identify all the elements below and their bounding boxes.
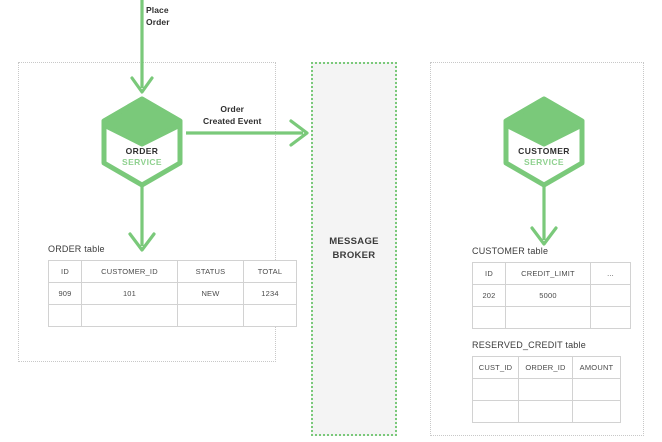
table-cell	[572, 378, 621, 401]
table-cell	[177, 304, 244, 327]
table-header-cell: ID	[48, 260, 82, 283]
order-service-node[interactable]: ORDER SERVICE	[98, 96, 186, 188]
table-header-cell: CUST_ID	[472, 356, 519, 379]
table-row	[472, 378, 621, 401]
place-order-label: Place Order	[146, 4, 170, 29]
order-table-caption: ORDER table	[48, 244, 105, 254]
table-row	[472, 306, 631, 329]
table-cell: 909	[48, 282, 82, 305]
table-cell: 202	[472, 284, 506, 307]
message-broker-label-line1: MESSAGE	[329, 236, 379, 248]
table-row	[48, 304, 297, 327]
hexagon-icon	[101, 96, 183, 188]
table-cell: 101	[81, 282, 178, 305]
table-cell	[472, 306, 506, 329]
table-cell	[518, 378, 573, 401]
table-header-cell: STATUS	[177, 260, 244, 283]
reserved-credit-table-caption: RESERVED_CREDIT table	[472, 340, 586, 350]
message-broker-label: MESSAGE BROKER	[329, 235, 379, 263]
place-order-label-line2: Order	[146, 17, 170, 28]
message-broker-node[interactable]: MESSAGE BROKER	[311, 62, 397, 436]
table-header-cell: ID	[472, 262, 506, 285]
table-header-cell: CUSTOMER_ID	[81, 260, 178, 283]
table-cell	[81, 304, 178, 327]
table-cell	[243, 304, 297, 327]
table-header-cell: AMOUNT	[572, 356, 621, 379]
order-created-event-label-line1: Order	[220, 104, 245, 114]
hexagon-icon	[503, 96, 585, 188]
table-row	[472, 400, 621, 423]
table-cell	[472, 378, 519, 401]
order-service-boundary	[18, 62, 276, 362]
table-cell	[505, 306, 591, 329]
place-order-label-line1: Place	[146, 5, 169, 15]
table-cell	[472, 400, 519, 423]
order-created-event-label-line2: Created Event	[203, 116, 262, 127]
table-cell: 1234	[243, 282, 297, 305]
table-cell	[590, 306, 631, 329]
table-cell: NEW	[177, 282, 244, 305]
table-header-cell: ORDER_ID	[518, 356, 573, 379]
customer-service-boundary	[430, 62, 644, 436]
message-broker-label-line2: BROKER	[332, 250, 376, 261]
table-cell: 5000	[505, 284, 591, 307]
customer-service-node[interactable]: CUSTOMER SERVICE	[500, 96, 588, 188]
table-cell	[590, 284, 631, 307]
table-cell	[572, 400, 621, 423]
table-header-cell: TOTAL	[243, 260, 297, 283]
customer-table-caption: CUSTOMER table	[472, 246, 549, 256]
order-created-event-label: Order Created Event	[203, 103, 261, 128]
table-header-cell: CREDIT_LIMIT	[505, 262, 591, 285]
table-cell	[518, 400, 573, 423]
table-cell	[48, 304, 82, 327]
table-header-cell: ...	[590, 262, 631, 285]
